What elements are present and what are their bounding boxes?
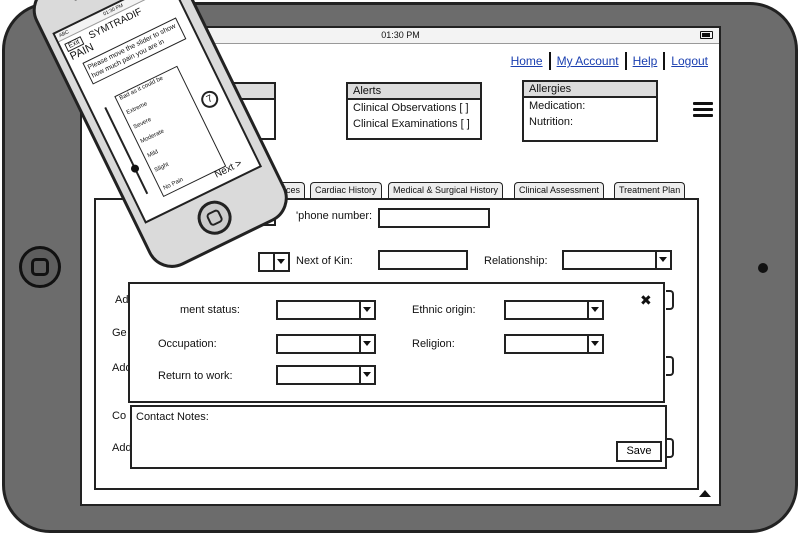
tablet-home-button[interactable] [19,246,61,288]
phone-number-label: 'phone number: [296,210,373,222]
religion-select[interactable] [504,334,604,354]
save-button[interactable]: Save [616,441,662,462]
chevron-down-icon [587,302,602,318]
contact-notes-panel: Contact Notes: Save [130,405,667,469]
allergy-nutrition: Nutrition: [529,116,574,128]
status-bar: 01:30 PM [82,28,719,44]
partial-select[interactable] [258,252,290,272]
demographics-popup: ment status: Ethnic origin: Occupation: … [128,282,665,403]
home-square-icon [31,258,49,276]
relationship-label: Relationship: [484,255,548,267]
chevron-down-icon [359,302,374,318]
chevron-down-icon [359,367,374,383]
return-to-work-label: Return to work: [158,370,233,382]
chevron-right-icon: > [233,157,244,171]
nav-help-link[interactable]: Help [624,52,664,70]
tablet-camera [758,263,768,273]
partial-label-5: Add [112,442,132,454]
nav-home-link[interactable]: Home [510,54,543,68]
allergy-medication: Medication: [529,100,586,112]
employment-status-label: ment status: [180,304,240,316]
partial-label-3: Add [112,362,132,374]
hamburger-menu-icon[interactable] [693,102,713,118]
allergies-header: Allergies [524,82,656,98]
alerts-box: Alerts Clinical Observations [ ] Clinica… [346,82,482,140]
pain-value-badge: 7 [198,87,222,111]
phone-number-input[interactable] [378,208,490,228]
pain-scale-box [114,65,227,198]
allergies-box: Allergies Medication: Nutrition: [522,80,658,142]
ethnic-origin-label: Ethnic origin: [412,304,476,316]
tab-cardiac-history[interactable]: Cardiac History [310,182,382,198]
religion-label: Religion: [412,338,455,350]
side-stub [666,356,674,376]
side-stub [666,290,674,310]
chevron-down-icon [359,336,374,352]
tab-clinical-assessment[interactable]: Clinical Assessment [514,182,605,198]
side-stub [666,438,674,458]
occupation-label: Occupation: [158,338,217,350]
alert-clinical-examinations[interactable]: Clinical Examinations [ ] [353,118,470,130]
contact-notes-label: Contact Notes: [136,411,209,423]
chevron-down-icon [655,252,670,268]
next-of-kin-label: Next of Kin: [296,255,353,267]
relationship-select[interactable] [562,250,672,270]
partial-label-2: Ge [112,327,127,339]
close-icon[interactable]: ✖ [640,292,652,308]
alerts-header: Alerts [348,84,480,100]
partial-label-4: Co [112,410,127,422]
nav-logout-link[interactable]: Logout [663,52,714,70]
employment-status-select[interactable] [276,300,376,320]
status-time: 01:30 PM [381,30,420,40]
nav-my-account-link[interactable]: My Account [548,52,625,70]
scroll-up-icon[interactable] [699,490,711,497]
battery-icon [700,31,713,39]
alert-clinical-observations[interactable]: Clinical Observations [ ] [353,102,469,114]
top-nav: Home My Account Help Logout [505,52,714,70]
chevron-down-icon [587,336,602,352]
next-of-kin-input[interactable] [378,250,468,270]
tab-treatment-plan[interactable]: Treatment Plan [614,182,686,198]
return-to-work-select[interactable] [276,365,376,385]
phone-home-square-icon [205,208,224,228]
occupation-select[interactable] [276,334,376,354]
ethnic-origin-select[interactable] [504,300,604,320]
pain-slider-handle[interactable] [129,163,141,174]
tab-medical-surgical-history[interactable]: Medical & Surgical History [388,182,504,198]
